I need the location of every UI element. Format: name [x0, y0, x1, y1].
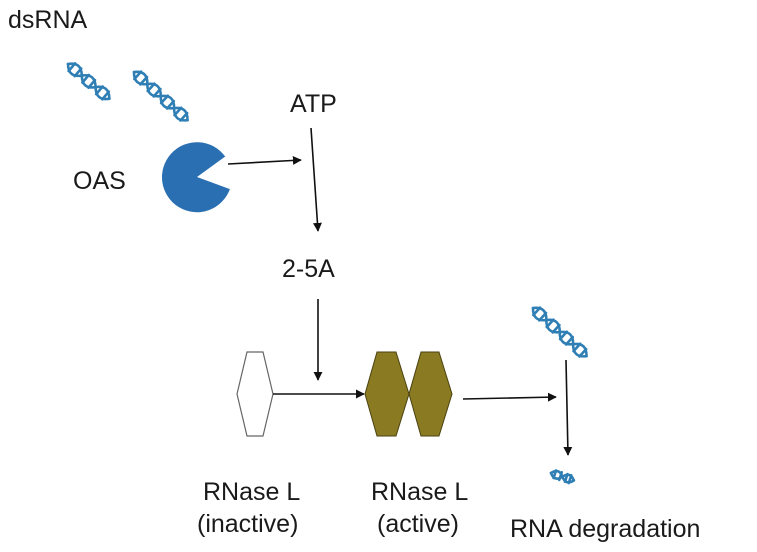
atp-to-2-5a-arrow	[310, 127, 322, 232]
rna-fragment-icon	[549, 469, 576, 485]
rnase-l-active-right-icon	[408, 351, 453, 437]
rna-degradation-label: RNA degradation	[510, 515, 700, 543]
two-five-a-label: 2-5A	[282, 255, 335, 283]
rnase-l-active-name: RNase L	[371, 478, 468, 506]
oas-enzyme-icon	[161, 142, 230, 213]
dsrna-helix-icon	[132, 70, 189, 122]
target-rna-helix-icon	[531, 306, 588, 358]
rnase-l-inactive-icon	[236, 351, 274, 437]
dsrna-helix-icon	[66, 62, 111, 101]
rnase-l-inactive-state: (inactive)	[197, 510, 298, 538]
dsrna-label: dsRNA	[8, 6, 88, 34]
rnase-l-active-dimer	[364, 351, 453, 437]
oas-to-atp-arrow	[227, 155, 302, 165]
oas-label: OAS	[73, 167, 126, 195]
atp-label: ATP	[290, 90, 337, 118]
rnase-l-active-state: (active)	[377, 510, 459, 538]
rna-to-degradation-arrow	[563, 359, 573, 456]
rnase-l-active-left-icon	[364, 351, 410, 437]
rnase-l-inactive-name: RNase L	[203, 478, 300, 506]
active-to-rna-arrow	[462, 392, 557, 402]
